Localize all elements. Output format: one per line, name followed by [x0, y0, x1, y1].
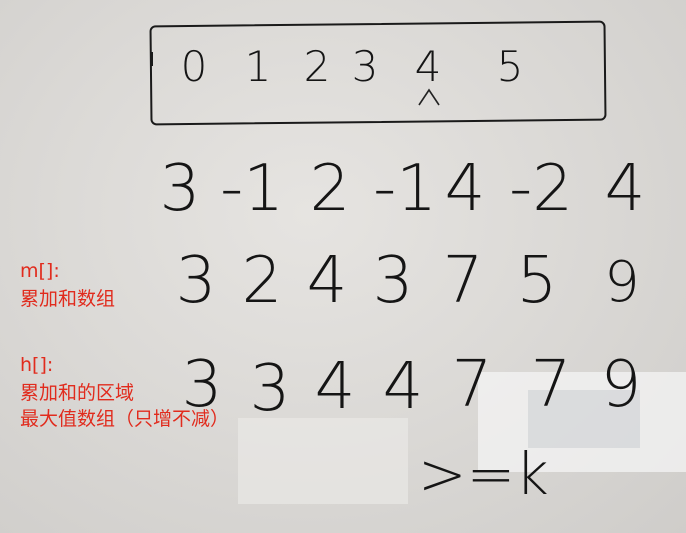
- array-value-2: 2: [309, 152, 351, 226]
- projector-glare-screen: [528, 390, 640, 448]
- m-array-name: m[]:: [20, 260, 60, 282]
- prefix-sum-4: 7: [442, 244, 484, 318]
- array-value-0: 3: [159, 152, 201, 226]
- box-tick-mark: [150, 52, 153, 66]
- index-5: 5: [496, 42, 524, 91]
- prefix-sum-3: 3: [372, 244, 414, 318]
- h-array-description-line1: 累加和的区域: [20, 382, 135, 404]
- prefix-max-0: 3: [181, 348, 223, 422]
- index-3: 3: [351, 42, 379, 91]
- array-value-6: 4: [604, 152, 646, 226]
- prefix-max-2: 4: [314, 350, 356, 424]
- condition-note: >=k: [418, 440, 549, 508]
- prefix-max-3: 4: [382, 350, 424, 424]
- index-0: 0: [180, 42, 208, 91]
- prefix-max-1: 3: [249, 352, 291, 426]
- array-value-4: 4: [444, 152, 486, 226]
- caret-marker-icon: [418, 88, 440, 106]
- prefix-max-4: 7: [451, 348, 493, 422]
- array-value-3: -1: [373, 152, 437, 226]
- prefix-sum-0: 3: [175, 244, 217, 318]
- array-value-1: -1: [220, 152, 284, 226]
- index-4: 4: [414, 42, 442, 91]
- projector-glare-lower: [238, 418, 408, 504]
- index-1: 1: [244, 42, 272, 91]
- prefix-sum-2: 4: [306, 244, 348, 318]
- m-array-description: 累加和数组: [20, 288, 116, 310]
- h-array-description-line2: 最大值数组（只增不减）: [20, 408, 230, 430]
- index-2: 2: [303, 42, 331, 91]
- prefix-max-5: 7: [530, 348, 572, 422]
- prefix-max-6: 9: [600, 348, 642, 422]
- prefix-sum-5: 5: [516, 244, 558, 318]
- prefix-sum-1: 2: [241, 244, 283, 318]
- array-value-5: -2: [509, 152, 573, 226]
- h-array-name: h[]:: [20, 354, 54, 376]
- prefix-sum-6: 9: [604, 250, 640, 315]
